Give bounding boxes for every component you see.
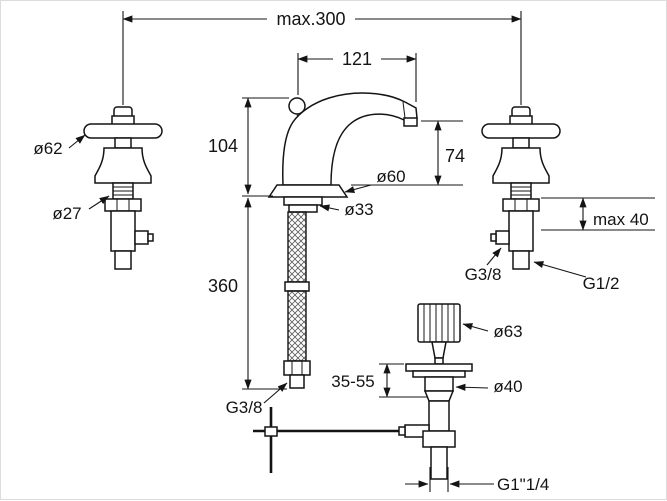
cross-handle — [83, 123, 163, 139]
faucet-body — [267, 92, 418, 389]
label-valve-inlet-thread: G1/2 — [583, 274, 620, 293]
label-spout-reach: 121 — [342, 49, 372, 69]
dim-overall-width: max.300 — [122, 9, 522, 105]
drain-assembly — [253, 303, 473, 480]
label-outlet-height: 74 — [445, 146, 465, 166]
tip-separation-line — [402, 101, 406, 119]
label-drain-adjust-range: 35-55 — [331, 372, 374, 391]
label-stem-diameter: ø27 — [52, 204, 81, 223]
dim-left-handle-diameter: ø62 — [33, 134, 86, 158]
leader-line — [486, 247, 502, 266]
threaded-shank — [287, 211, 307, 283]
knob-knurling — [423, 304, 455, 342]
leader-line — [263, 382, 288, 404]
dim-drain-diameter: ø40 — [455, 377, 523, 396]
dim-deck-thickness: max 40 — [541, 197, 655, 231]
leader-line — [455, 383, 489, 391]
leader-line — [68, 134, 86, 149]
side-outlet — [495, 230, 510, 245]
leader-line — [462, 323, 489, 332]
thread-lines — [113, 186, 133, 196]
outlet-cap — [490, 233, 497, 242]
escutcheon-bell — [94, 147, 152, 184]
thread-lines — [511, 186, 531, 196]
flexible-hose — [287, 290, 307, 362]
escutcheon-bell — [492, 147, 550, 184]
rod-clamp — [264, 426, 278, 437]
dim-base-diameter: ø60 — [344, 167, 406, 193]
base-flange — [267, 184, 349, 198]
outlet-cap — [147, 233, 154, 242]
valve-body — [508, 210, 534, 252]
valve-body — [110, 210, 136, 252]
hose-end-nut — [283, 360, 311, 376]
aerator — [403, 117, 418, 127]
hose-nut-facets — [291, 361, 303, 375]
right-valve — [481, 106, 561, 270]
drain-flange-upper — [405, 363, 473, 372]
tailpiece — [512, 250, 530, 270]
label-popup-knob-diameter: ø63 — [493, 322, 522, 341]
dim-drain-outlet-thread: G1"1/4 — [405, 467, 549, 494]
dim-shank-diameter: ø33 — [319, 200, 374, 219]
label-spout-height: 104 — [208, 136, 238, 156]
label-hose-thread: G3/8 — [226, 398, 263, 417]
dim-popup-knob-diameter: ø63 — [462, 322, 523, 341]
handle-neck — [512, 137, 530, 149]
knob-stem-taper — [431, 341, 447, 359]
dim-left-stem-diameter: ø27 — [52, 195, 110, 223]
drain-flange-lower — [412, 370, 466, 378]
hose-connector — [284, 281, 310, 292]
washer — [288, 204, 318, 213]
drain-upper-body — [424, 376, 454, 392]
knob-stem — [434, 357, 444, 365]
handle-neck — [114, 137, 132, 149]
spout — [282, 92, 418, 186]
dim-spout-height: 104 — [208, 97, 289, 197]
label-handle-diameter: ø62 — [33, 139, 62, 158]
mounting-nut — [502, 198, 540, 212]
label-overall-width: max.300 — [276, 9, 345, 29]
nut-facets — [116, 199, 130, 211]
hose-tail — [289, 374, 305, 389]
leader-line — [533, 261, 587, 278]
drain-joint-nut — [422, 430, 456, 448]
label-shank-diameter: ø33 — [344, 200, 373, 219]
drain-tailpiece — [430, 446, 448, 480]
cross-handle — [481, 123, 561, 139]
tailpiece — [114, 250, 132, 270]
dim-valve-outlet-thread: G3/8 — [465, 247, 502, 284]
boss-nut — [398, 426, 406, 436]
mounting-nut — [104, 198, 142, 212]
drain-mid-body — [428, 400, 450, 432]
label-valve-outlet-thread: G3/8 — [465, 265, 502, 284]
label-base-diameter: ø60 — [376, 167, 405, 186]
drain-taper — [423, 390, 455, 402]
dim-outlet-height: 74 — [351, 120, 465, 186]
leader-line — [88, 195, 110, 210]
label-drain-outlet-thread: G1"1/4 — [497, 475, 549, 494]
label-hose-length: 360 — [208, 276, 238, 296]
leader-line — [319, 204, 340, 212]
label-drain-diameter: ø40 — [493, 377, 522, 396]
left-valve — [83, 106, 163, 270]
dim-drain-adjust-range: 35-55 — [331, 363, 427, 398]
dim-spout-reach: 121 — [297, 49, 417, 102]
nut-facets — [514, 199, 528, 211]
dim-valve-inlet-thread: G1/2 — [533, 261, 620, 293]
dim-hose-thread: G3/8 — [226, 382, 288, 417]
side-outlet — [134, 230, 149, 245]
label-deck-thickness: max 40 — [593, 210, 649, 229]
dim-hose-length: 360 — [208, 197, 287, 390]
locknut — [283, 196, 323, 206]
leader-line — [344, 184, 372, 193]
